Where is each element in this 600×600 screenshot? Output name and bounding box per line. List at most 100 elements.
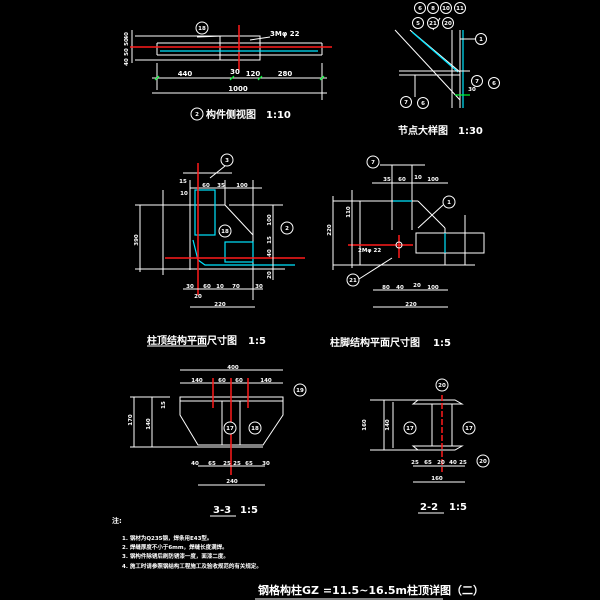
tag-20: 20 [438, 383, 446, 389]
tag: 5 [416, 21, 420, 27]
dim-total: 220 [214, 302, 226, 308]
section-2-2-title: 2-2 [420, 502, 438, 513]
section-3-3-title: 3-3 [213, 505, 231, 516]
dim: 80 [382, 285, 390, 291]
dim: 30 [262, 461, 270, 467]
top-plan: 3 18 2 15 10 60 35 100 30 60 10 70 30 20… [134, 153, 305, 347]
tag-20: 20 [479, 459, 487, 465]
tag: 21 [429, 21, 437, 27]
dim-total: 220 [405, 302, 417, 308]
base-plan-scale: 1:5 [433, 338, 451, 349]
dim: 140 [260, 378, 272, 384]
section-3-3: 19 17 18 400 140 60 60 140 40 65 25 25 6… [128, 365, 307, 517]
side-view-title: 构件侧视图 [206, 108, 256, 121]
dim: 140 [191, 378, 203, 384]
dim: 100 [236, 183, 248, 189]
node-tags: 6 8 10 11 5 21 20 1 7 6 7 6 [400, 2, 500, 109]
left-dim: 40 [124, 32, 130, 40]
base-plan: 7 1 21 2Mφ 22 35 60 10 100 80 40 20 100 … [327, 155, 485, 349]
tag: 6 [418, 6, 422, 12]
dim-280: 280 [278, 70, 293, 78]
dim: 160 [362, 419, 368, 431]
tag: 7 [475, 79, 479, 85]
dim-total: 400 [227, 365, 239, 371]
dim: 60 [218, 378, 226, 384]
dim: 40 [449, 460, 457, 466]
tag-17: 17 [465, 426, 473, 432]
dim: 65 [245, 461, 253, 467]
node-detail: 6 8 10 11 5 21 20 1 7 6 7 6 30 节点大样图 1:3… [394, 2, 500, 137]
tag: 10 [442, 6, 450, 12]
drawing-title: 钢格构柱GZ =11.5~16.5m柱顶详图（二） [258, 583, 484, 597]
tag: 6 [492, 81, 496, 87]
dim: 65 [424, 460, 432, 466]
dim: 110 [346, 206, 352, 218]
side-view-scale: 1:10 [266, 110, 291, 121]
dim: 15 [161, 401, 167, 409]
dim: 35 [383, 177, 391, 183]
tag: 11 [456, 6, 464, 12]
view-index: 2 [195, 112, 199, 118]
left-dim: 50 [124, 48, 130, 56]
dim: 70 [232, 284, 240, 290]
dim: 25 [411, 460, 419, 466]
dim: 60 [398, 177, 406, 183]
dim-1000: 1000 [228, 85, 248, 93]
left-dim: 50 [124, 38, 130, 46]
dim-30: 30 [468, 87, 476, 93]
top-plan-title: 柱顶结构平面尺寸图 [147, 334, 237, 347]
dim: 100 [427, 177, 439, 183]
section-3-3-scale: 1:5 [240, 505, 258, 516]
node-detail-title: 节点大样图 [398, 124, 448, 137]
dim: 35 [217, 183, 225, 189]
dim: 10 [180, 191, 188, 197]
tag-3: 3 [225, 158, 229, 164]
tag: 8 [431, 6, 435, 12]
dim-total: 160 [431, 476, 443, 482]
dim: 170 [128, 414, 134, 426]
dim: 15 [179, 179, 187, 185]
tag-19: 19 [296, 388, 304, 394]
tag: 20 [444, 21, 452, 27]
dim: 100 [267, 214, 273, 226]
dim-440: 440 [178, 70, 193, 78]
dim: 140 [385, 419, 391, 431]
section-2-2: 20 17 17 20 160 140 25 65 20 40 25 160 2… [362, 378, 490, 514]
dim: 40 [396, 285, 404, 291]
tag-18: 18 [221, 229, 229, 235]
top-plan-scale: 1:5 [248, 336, 266, 347]
tag: 7 [404, 100, 408, 106]
notes-heading: 注: [112, 516, 122, 525]
side-view: 18 3Mφ 22 440 30 120 280 1000 40 50 50 4… [124, 21, 332, 121]
tag: 1 [479, 37, 483, 43]
node-detail-scale: 1:30 [458, 126, 483, 137]
dim: 30 [255, 284, 263, 290]
tag: 6 [421, 101, 425, 107]
dim: 140 [146, 418, 152, 430]
note-item: 4. 施工时请参照钢结构工程施工及验收规范的有关规定。 [122, 562, 262, 570]
dim: 15 [267, 236, 273, 244]
weld-note: 3Mφ 22 [270, 30, 300, 38]
dim-left-total: 390 [134, 234, 140, 246]
dim: 60 [203, 284, 211, 290]
dim: 10 [216, 284, 224, 290]
note-item: 1. 钢材为Q235钢，焊条用E43型。 [122, 534, 212, 542]
dim: 25 [233, 461, 241, 467]
dim: 65 [208, 461, 216, 467]
note-item: 2. 焊缝厚度不小于6mm，焊缝长度满焊。 [122, 543, 228, 551]
dim: 20 [267, 271, 273, 279]
dim-total: 240 [226, 479, 238, 485]
note-item: 3. 钢构件除锈后刷防锈漆一度，面漆二度。 [122, 552, 229, 560]
dim: 10 [414, 175, 422, 181]
section-2-2-scale: 1:5 [449, 502, 467, 513]
dim-120: 120 [246, 70, 261, 78]
base-plan-title: 柱脚结构平面尺寸图 [330, 336, 420, 349]
tag-18: 18 [251, 426, 259, 432]
tag-17: 17 [226, 426, 234, 432]
dim: 30 [186, 284, 194, 290]
dim: 100 [427, 285, 439, 291]
left-dim: 40 [124, 58, 130, 66]
dim: 20 [413, 283, 421, 289]
